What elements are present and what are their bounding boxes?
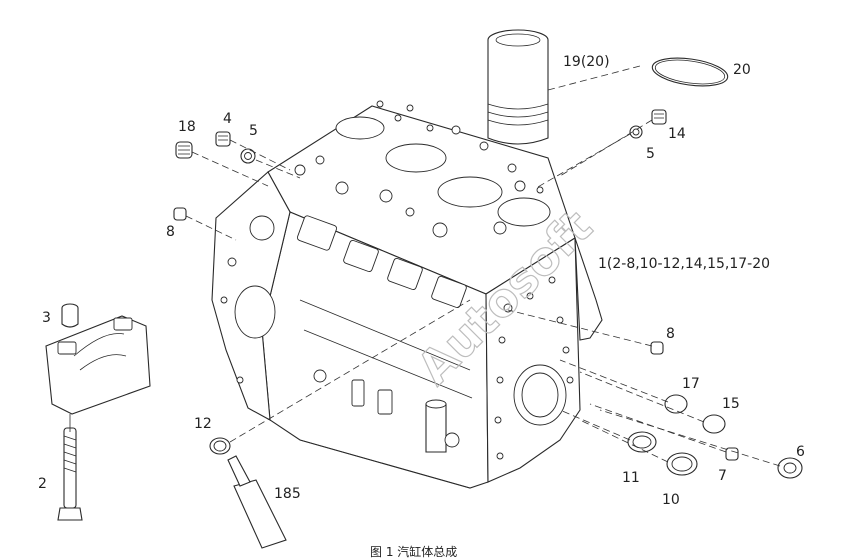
label-12: 12 [194,416,212,432]
bearing-cap [45,315,151,415]
label-10: 10 [662,492,680,508]
o-ring [651,57,729,87]
label-14: 14 [668,126,686,142]
label-8b: 8 [666,326,675,342]
plug-8b [650,341,664,355]
leader-lines [69,65,781,467]
bolt-2 [57,427,83,521]
bush-17 [664,394,688,414]
label-7: 7 [718,468,727,484]
label-4: 4 [223,111,232,127]
bearing-cap-3-bush [61,303,79,328]
label-8a: 8 [166,224,175,240]
plug-4 [215,131,231,147]
bush-15 [702,414,726,434]
label-1: 1(2-8,10-12,14,15,17-20 [598,256,770,272]
washer-5a [240,148,256,164]
label-3: 3 [42,310,51,326]
seal-ring-12 [209,437,231,455]
label-2: 2 [38,476,47,492]
plug-18 [175,141,193,159]
plug-14 [651,109,667,125]
label-19-20: 19(20) [563,54,610,70]
label-5b: 5 [646,146,655,162]
callout-labels: 19(20) 20 18 4 5 14 5 8 1(2-8,10-12,14,1… [38,54,805,508]
plug-6 [777,457,803,479]
cylinder-liner [487,29,549,145]
label-185: 185 [274,486,301,502]
plug-8a [173,207,187,221]
cylinder-block [211,100,603,489]
bush-10 [666,452,698,476]
sealant-tube-185 [227,455,287,549]
label-5a: 5 [249,123,258,139]
label-6: 6 [796,444,805,460]
label-18: 18 [178,119,196,135]
figure-caption: 图 1 汽缸体总成 [370,544,457,559]
label-17: 17 [682,376,700,392]
label-20: 20 [733,62,751,78]
bush-11 [627,431,657,453]
plug-7 [725,447,739,461]
label-15: 15 [722,396,740,412]
label-11: 11 [622,470,640,486]
